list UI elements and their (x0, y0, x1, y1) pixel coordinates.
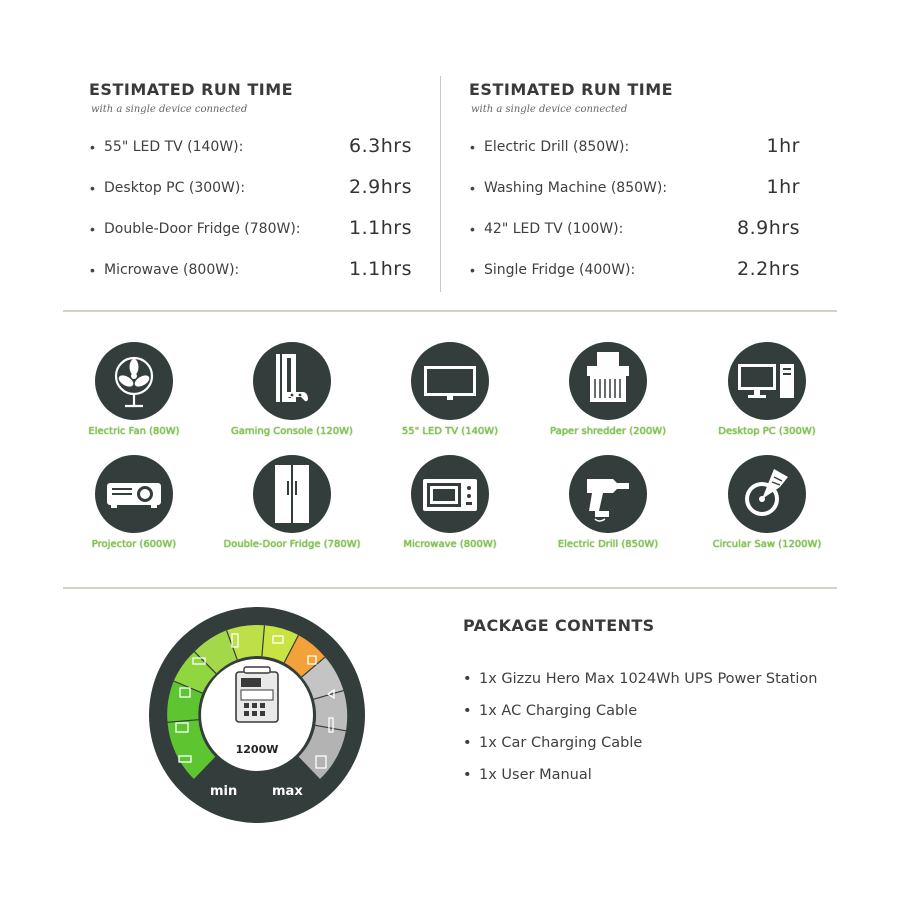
bullet: • (463, 671, 472, 687)
gauge-segment (298, 725, 346, 779)
runtime-device: Washing Machine (850W): (484, 180, 668, 196)
microwave-icon (411, 455, 489, 533)
device-label: Electric Fan (80W) (88, 426, 180, 437)
package-title: PACKAGE CONTENTS (463, 616, 655, 635)
runtime-device: 42" LED TV (100W): (484, 221, 624, 237)
gauge-segment (194, 630, 238, 674)
bullet: • (470, 180, 475, 196)
runtime-right-title: ESTIMATED RUN TIME (469, 80, 674, 99)
runtime-hours: 1hr (766, 176, 800, 198)
runtime-hours: 1.1hrs (349, 217, 412, 239)
device-label: Paper shredder (200W) (549, 426, 666, 437)
horizontal-divider (63, 310, 837, 312)
projector-icon (95, 455, 173, 533)
package-item-text: 1x Car Charging Cable (479, 735, 643, 751)
bullet: • (470, 221, 475, 237)
runtime-hours: 2.9hrs (349, 176, 412, 198)
device-item: Projector (600W) (54, 455, 214, 560)
runtime-row: • 42" LED TV (100W): 8.9hrs (470, 217, 800, 241)
device-label: Gaming Console (120W) (231, 426, 353, 437)
vertical-divider (440, 76, 441, 292)
gauge-segment (313, 690, 348, 731)
gauge-segment (167, 681, 203, 723)
device-label: Circular Saw (1200W) (712, 539, 822, 550)
bullet: • (90, 221, 95, 237)
runtime-hours: 1.1hrs (349, 258, 412, 280)
package-item-text: 1x User Manual (479, 767, 592, 783)
runtime-row: • Electric Drill (850W): 1hr (470, 135, 800, 159)
device-label: Projector (600W) (91, 539, 177, 550)
bullet: • (470, 139, 475, 155)
bullet: • (463, 735, 472, 751)
drill-icon (569, 455, 647, 533)
device-item: Circular Saw (1200W) (687, 455, 847, 560)
bullet: • (90, 180, 95, 196)
runtime-device: Double-Door Fridge (780W): (104, 221, 301, 237)
device-label: Desktop PC (300W) (718, 426, 816, 437)
device-item: 55" LED TV (140W) (370, 342, 530, 447)
package-item-text: 1x AC Charging Cable (479, 703, 638, 719)
device-label: Electric Drill (850W) (557, 539, 659, 550)
runtime-device: Electric Drill (850W): (484, 139, 630, 155)
power-station-icon (235, 666, 279, 723)
runtime-left-subtitle: with a single device connected (91, 104, 248, 115)
shredder-icon (569, 342, 647, 420)
tv-icon (411, 342, 489, 420)
device-label: Double-Door Fridge (780W) (223, 539, 361, 550)
bullet: • (90, 139, 95, 155)
device-item: Double-Door Fridge (780W) (212, 455, 372, 560)
runtime-row: • Microwave (800W): 1.1hrs (90, 258, 412, 282)
device-label: 55" LED TV (140W) (401, 426, 499, 437)
runtime-device: Microwave (800W): (104, 262, 240, 278)
bullet: • (470, 262, 475, 278)
device-item: Microwave (800W) (370, 455, 530, 560)
runtime-device: Desktop PC (300W): (104, 180, 246, 196)
gauge-segment (261, 625, 299, 663)
runtime-device: Single Fridge (400W): (484, 262, 636, 278)
gauge-min-label: min (210, 784, 238, 799)
device-item: Electric Fan (80W) (54, 342, 214, 447)
device-item: Paper shredder (200W) (528, 342, 688, 447)
gauge-center-label: 1200W (235, 743, 279, 756)
bullet: • (90, 262, 95, 278)
circular-saw-icon (728, 455, 806, 533)
device-item: Electric Drill (850W) (528, 455, 688, 560)
runtime-row: • 55" LED TV (140W): 6.3hrs (90, 135, 412, 159)
runtime-right-subtitle: with a single device connected (471, 104, 628, 115)
runtime-hours: 6.3hrs (349, 135, 412, 157)
package-item: • 1x Car Charging Cable (463, 735, 642, 751)
game-console-icon (253, 342, 331, 420)
gauge-segment (173, 651, 217, 694)
device-item: Gaming Console (120W) (212, 342, 372, 447)
runtime-device: 55" LED TV (140W): (104, 139, 244, 155)
bullet: • (463, 703, 472, 719)
device-label: Microwave (800W) (403, 539, 497, 550)
gauge-segment (301, 657, 344, 700)
runtime-hours: 2.2hrs (737, 258, 800, 280)
package-item: • 1x Gizzu Hero Max 1024Wh UPS Power Stat… (463, 671, 817, 687)
package-item-text: 1x Gizzu Hero Max 1024Wh UPS Power Stati… (479, 671, 818, 687)
runtime-row: • Desktop PC (300W): 2.9hrs (90, 176, 412, 200)
runtime-hours: 1hr (766, 135, 800, 157)
runtime-row: • Double-Door Fridge (780W): 1.1hrs (90, 217, 412, 241)
gauge-segment (167, 719, 216, 779)
fridge-icon (253, 455, 331, 533)
device-item: Desktop PC (300W) (687, 342, 847, 447)
desktop-pc-icon (728, 342, 806, 420)
runtime-hours: 8.9hrs (737, 217, 800, 239)
package-item: • 1x AC Charging Cable (463, 703, 637, 719)
power-gauge: 1200W min max (148, 606, 366, 824)
gauge-max-label: max (272, 784, 303, 799)
runtime-row: • Washing Machine (850W): 1hr (470, 176, 800, 200)
horizontal-divider (63, 587, 837, 589)
fan-icon (95, 342, 173, 420)
runtime-row: • Single Fridge (400W): 2.2hrs (470, 258, 800, 282)
package-item: • 1x User Manual (463, 767, 592, 783)
bullet: • (463, 767, 472, 783)
gauge-segment (284, 635, 326, 677)
runtime-left-title: ESTIMATED RUN TIME (89, 80, 294, 99)
